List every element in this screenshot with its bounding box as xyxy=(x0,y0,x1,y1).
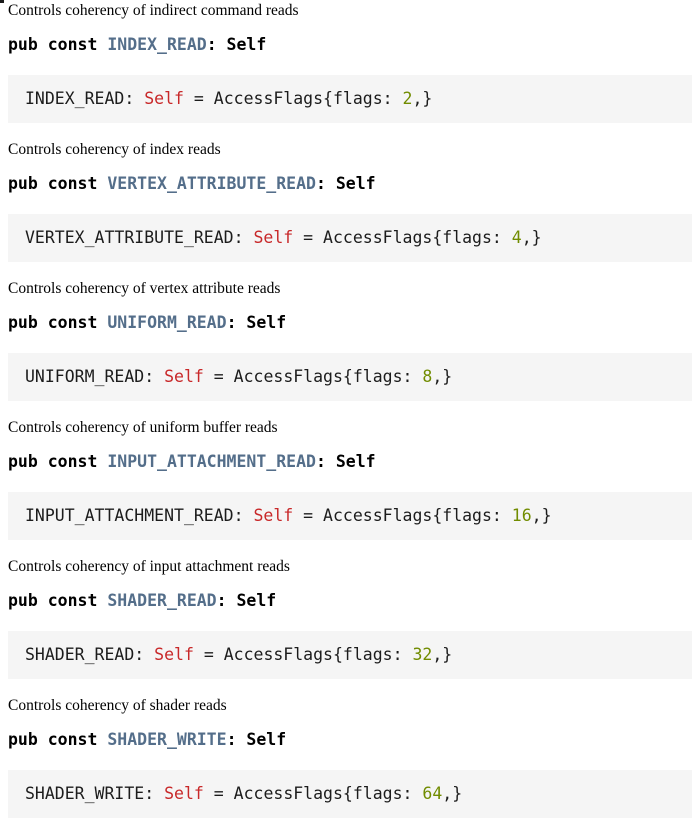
code-colon: : xyxy=(124,89,145,108)
code-close-brace: ,} xyxy=(432,367,453,386)
const-name-link[interactable]: INDEX_READ xyxy=(107,35,207,54)
code-colon: : xyxy=(134,645,155,664)
code-const-name: SHADER_READ xyxy=(25,645,135,664)
const-name-link[interactable]: UNIFORM_READ xyxy=(107,313,227,332)
doc-text: Controls coherency of uniform buffer rea… xyxy=(8,419,278,436)
colon-self-type: : Self xyxy=(226,730,287,749)
code-assign-accessflags: = AccessFlags{flags: xyxy=(293,228,512,247)
code-const-name: SHADER_WRITE xyxy=(25,784,145,803)
doc-text: Controls coherency of index reads xyxy=(8,141,221,158)
colon-self-type: : Self xyxy=(216,591,277,610)
const-declaration: pub const SHADER_WRITE: Self xyxy=(8,731,692,749)
screen-edge-artifact xyxy=(0,0,4,3)
pub-const-keyword: pub const xyxy=(8,313,108,332)
code-colon: : xyxy=(233,228,254,247)
code-flags-value: 4 xyxy=(511,228,522,247)
const-name-link[interactable]: INPUT_ATTACHMENT_READ xyxy=(107,452,316,471)
doc-text: Controls coherency of shader reads xyxy=(8,697,227,714)
const-declaration: pub const SHADER_READ: Self xyxy=(8,592,692,610)
code-assign-accessflags: = AccessFlags{flags: xyxy=(203,367,423,386)
code-self-type: Self xyxy=(164,784,204,803)
colon-self-type: : Self xyxy=(315,452,376,471)
colon-self-type: : Self xyxy=(315,174,376,193)
pub-const-keyword: pub const xyxy=(8,591,108,610)
doc-text: Controls coherency of input attachment r… xyxy=(8,558,290,575)
code-assign-accessflags: = AccessFlags{flags: xyxy=(293,506,512,525)
code-colon: : xyxy=(233,506,254,525)
code-const-name: INPUT_ATTACHMENT_READ xyxy=(25,506,234,525)
code-close-brace: ,} xyxy=(432,645,453,664)
doc-text: Controls coherency of vertex attribute r… xyxy=(8,280,281,297)
code-const-name: UNIFORM_READ xyxy=(25,367,145,386)
const-declaration: pub const VERTEX_ATTRIBUTE_READ: Self xyxy=(8,175,692,193)
const-name-link[interactable]: VERTEX_ATTRIBUTE_READ xyxy=(107,174,316,193)
const-declaration: pub const UNIFORM_READ: Self xyxy=(8,314,692,332)
code-colon: : xyxy=(144,784,165,803)
code-flags-value: 8 xyxy=(422,367,433,386)
code-self-type: Self xyxy=(253,506,294,525)
code-close-brace: ,} xyxy=(442,784,463,803)
code-const-name: VERTEX_ATTRIBUTE_READ xyxy=(25,228,234,247)
code-block: INPUT_ATTACHMENT_READ: Self = AccessFlag… xyxy=(8,492,692,540)
code-block: UNIFORM_READ: Self = AccessFlags{flags: … xyxy=(8,353,692,401)
code-self-type: Self xyxy=(154,645,194,664)
code-block: VERTEX_ATTRIBUTE_READ: Self = AccessFlag… xyxy=(8,214,692,262)
code-block: SHADER_READ: Self = AccessFlags{flags: 3… xyxy=(8,631,692,679)
code-self-type: Self xyxy=(164,367,204,386)
code-close-brace: ,} xyxy=(521,228,542,247)
colon-self-type: : Self xyxy=(226,313,287,332)
code-block: SHADER_WRITE: Self = AccessFlags{flags: … xyxy=(8,770,692,818)
code-self-type: Self xyxy=(253,228,294,247)
const-declaration: pub const INPUT_ATTACHMENT_READ: Self xyxy=(8,453,692,471)
const-declaration: pub const INDEX_READ: Self xyxy=(8,36,692,54)
code-block: INDEX_READ: Self = AccessFlags{flags: 2,… xyxy=(8,75,692,123)
colon-self-type: : Self xyxy=(206,35,267,54)
const-name-link[interactable]: SHADER_READ xyxy=(107,591,217,610)
code-close-brace: ,} xyxy=(531,506,552,525)
code-flags-value: 2 xyxy=(402,89,413,108)
code-flags-value: 64 xyxy=(422,784,443,803)
code-assign-accessflags: = AccessFlags{flags: xyxy=(193,645,413,664)
code-const-name: INDEX_READ xyxy=(25,89,125,108)
const-name-link[interactable]: SHADER_WRITE xyxy=(107,730,227,749)
pub-const-keyword: pub const xyxy=(8,452,108,471)
pub-const-keyword: pub const xyxy=(8,730,108,749)
code-colon: : xyxy=(144,367,165,386)
pub-const-keyword: pub const xyxy=(8,35,108,54)
code-assign-accessflags: = AccessFlags{flags: xyxy=(203,784,423,803)
code-assign-accessflags: = AccessFlags{flags: xyxy=(183,89,403,108)
code-flags-value: 16 xyxy=(511,506,532,525)
code-flags-value: 32 xyxy=(412,645,433,664)
doc-text: Controls coherency of indirect command r… xyxy=(8,2,299,19)
code-close-brace: ,} xyxy=(412,89,433,108)
code-self-type: Self xyxy=(144,89,184,108)
pub-const-keyword: pub const xyxy=(8,174,108,193)
